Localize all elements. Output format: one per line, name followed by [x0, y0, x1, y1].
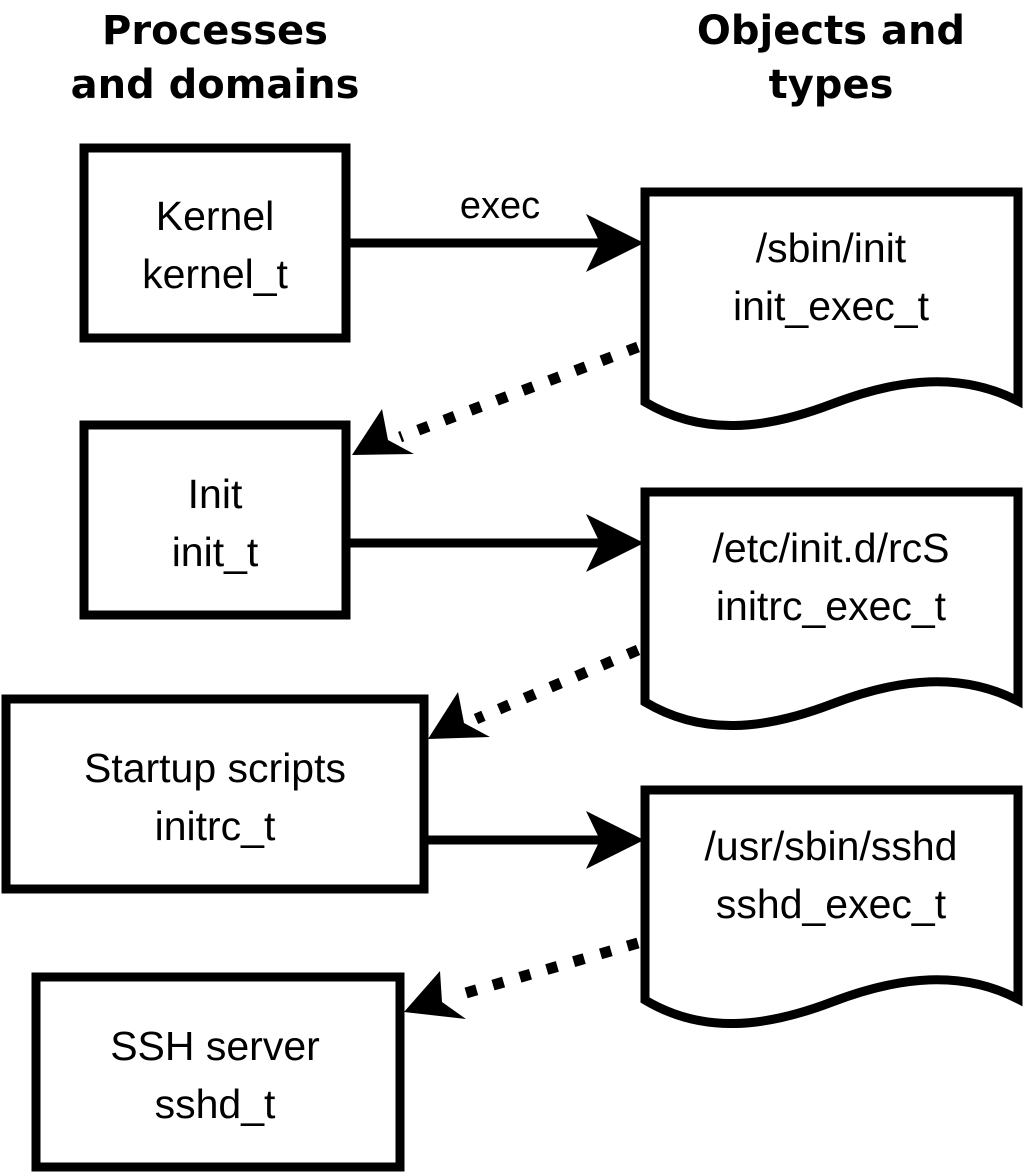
column-header-objects-line2: types: [769, 62, 894, 108]
edge-initrc-to-sshd-exec-arrowhead: [586, 811, 644, 869]
node-initrc-exec[interactable]: /etc/init.d/rcS initrc_exec_t: [640, 487, 1023, 730]
node-init-exec-label-line1: /sbin/init: [756, 225, 907, 271]
edge-init-exec-to-init: [352, 341, 640, 455]
node-init-label-line2: init_t: [172, 529, 259, 575]
node-initrc-exec-label-line2: initrc_exec_t: [716, 583, 947, 629]
edge-initrc-exec-to-initrc-line: [473, 644, 641, 725]
column-header-objects: Objects and types: [697, 8, 965, 108]
node-ssh-server-label-line2: sshd_t: [155, 1081, 276, 1127]
column-header-processes-line2: and domains: [71, 62, 360, 108]
node-ssh-server-box[interactable]: [31, 972, 405, 1172]
node-kernel[interactable]: Kernel kernel_t: [79, 143, 351, 343]
node-init-exec-label-line2: init_exec_t: [733, 283, 930, 329]
node-initrc-exec-document[interactable]: [640, 487, 1023, 730]
edge-init-to-initrc-exec: [350, 514, 644, 572]
node-init[interactable]: Init init_t: [79, 420, 351, 620]
node-sshd-exec[interactable]: /usr/sbin/sshd sshd_exec_t: [640, 785, 1023, 1028]
node-sshd-exec-label-line2: sshd_exec_t: [716, 881, 947, 927]
node-ssh-server-label-line1: SSH server: [110, 1023, 320, 1069]
edge-label-exec: exec: [460, 185, 540, 227]
column-header-processes-line1: Processes: [102, 8, 328, 54]
node-initrc-exec-label-line1: /etc/init.d/rcS: [713, 525, 950, 571]
edge-kernel-to-init-exec: exec: [350, 185, 644, 272]
node-init-exec-document[interactable]: [640, 187, 1023, 430]
node-kernel-box[interactable]: [79, 143, 351, 343]
edge-sshd-exec-to-sshd-line: [450, 937, 640, 1003]
edge-init-to-initrc-exec-arrowhead: [586, 514, 644, 572]
node-sshd-exec-label-line1: /usr/sbin/sshd: [705, 823, 958, 869]
node-init-exec[interactable]: /sbin/init init_exec_t: [640, 187, 1023, 430]
edge-initrc-to-sshd-exec: [428, 811, 644, 869]
column-header-objects-line1: Objects and: [697, 8, 965, 54]
node-init-label-line1: Init: [188, 471, 243, 517]
edge-init-exec-to-init-arrowhead: [352, 409, 414, 455]
node-kernel-label-line2: kernel_t: [142, 251, 288, 297]
edge-sshd-exec-to-sshd: [404, 937, 640, 1019]
edge-kernel-to-init-exec-arrowhead: [586, 214, 644, 272]
node-sshd-exec-document[interactable]: [640, 785, 1023, 1028]
node-startup-scripts[interactable]: Startup scripts initrc_t: [1, 694, 429, 894]
edge-initrc-exec-to-initrc: [428, 644, 641, 739]
column-header-processes: Processes and domains: [71, 8, 360, 108]
node-startup-scripts-label-line1: Startup scripts: [84, 745, 346, 791]
edge-initrc-exec-to-initrc-arrowhead: [428, 692, 490, 739]
node-ssh-server[interactable]: SSH server sshd_t: [31, 972, 405, 1172]
node-startup-scripts-box[interactable]: [1, 694, 429, 894]
node-init-box[interactable]: [79, 420, 351, 620]
edge-init-exec-to-init-line: [398, 341, 640, 443]
edge-sshd-exec-to-sshd-arrowhead: [404, 971, 466, 1019]
node-startup-scripts-label-line2: initrc_t: [155, 803, 276, 849]
node-kernel-label-line1: Kernel: [156, 193, 275, 239]
